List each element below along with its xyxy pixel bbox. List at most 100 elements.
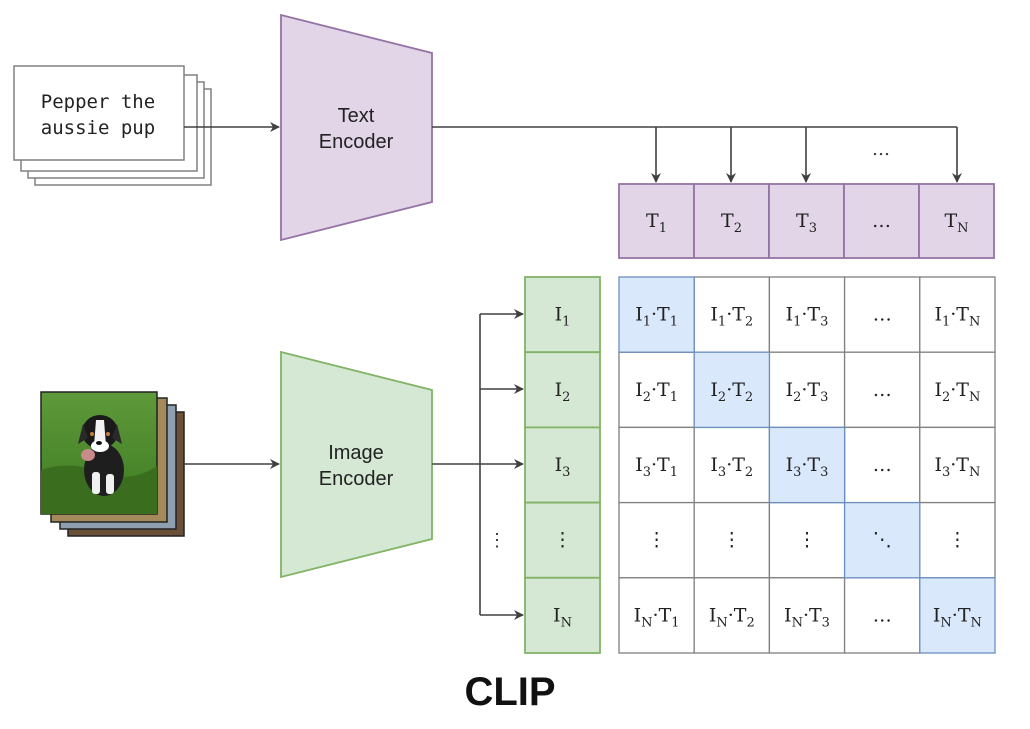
matrix-cell: ⋮ bbox=[768, 501, 846, 579]
matrix-cell-label: IN·T2 bbox=[709, 604, 755, 630]
matrix-cell: I3·T1 bbox=[618, 426, 695, 504]
matrix-cell-box bbox=[919, 276, 996, 353]
matrix-cell-box bbox=[618, 577, 695, 654]
matrix-cell: I3·TN bbox=[919, 426, 996, 504]
image-embedding-label: I2 bbox=[555, 379, 571, 405]
input-text-stack: Pepper the aussie pup bbox=[13, 65, 212, 186]
text-embedding-label: TN bbox=[944, 210, 968, 236]
matrix-cell: ⋮ bbox=[693, 501, 771, 579]
image-embedding-box bbox=[524, 276, 601, 354]
matrix-cell-box bbox=[693, 276, 771, 353]
image-embedding-cell: I2 bbox=[524, 351, 601, 429]
image-embedding-label: ⋮ bbox=[553, 529, 572, 551]
matrix-cell-label: I2·T3 bbox=[786, 379, 829, 405]
matrix-cell-label: I1·T1 bbox=[635, 304, 678, 330]
text-embedding-cell: TN bbox=[918, 183, 995, 259]
text-embedding-box bbox=[918, 183, 995, 259]
matrix-cell-label: IN·T3 bbox=[784, 604, 830, 630]
matrix-cell-box bbox=[768, 276, 846, 353]
matrix-cell: … bbox=[843, 426, 921, 504]
matrix-cell-label: … bbox=[873, 379, 892, 401]
matrix-cell: I3·T2 bbox=[693, 426, 771, 504]
matrix-cell: IN·T3 bbox=[768, 577, 846, 654]
text-embedding-label: T3 bbox=[796, 210, 817, 236]
matrix-cell-diagonal: IN·TN bbox=[919, 577, 996, 654]
matrix-cell-label: IN·T1 bbox=[634, 604, 680, 630]
input-text-line-2: aussie pup bbox=[41, 117, 155, 139]
matrix-cell-box bbox=[768, 426, 846, 504]
dog-photo bbox=[40, 391, 158, 515]
image-embedding-cell: IN bbox=[524, 576, 601, 654]
caption-title: CLIP bbox=[464, 670, 555, 714]
matrix-cell-box bbox=[693, 577, 771, 654]
connectors bbox=[184, 122, 962, 620]
matrix-cell-box bbox=[843, 276, 921, 353]
image-embedding-box bbox=[524, 501, 601, 579]
image-embedding-box bbox=[524, 576, 601, 654]
matrix-cell: I2·TN bbox=[919, 351, 996, 429]
matrix-cell: I2·T1 bbox=[618, 351, 695, 429]
matrix-cell-box bbox=[693, 501, 771, 579]
matrix-cell: I2·T3 bbox=[768, 351, 846, 429]
matrix-cell: … bbox=[843, 577, 921, 654]
branch-ellipsis: ⋮ bbox=[488, 530, 506, 551]
matrix-cell-label: I2·TN bbox=[934, 379, 980, 405]
matrix-cell-box bbox=[919, 577, 996, 654]
text-embedding-cell: … bbox=[843, 183, 920, 259]
matrix-cell-label: ⋮ bbox=[948, 529, 967, 551]
matrix-cell-label: I1·T3 bbox=[786, 304, 829, 330]
matrix-cell-diagonal: I1·T1 bbox=[618, 276, 695, 353]
matrix-cell-label: I3·T2 bbox=[710, 454, 753, 480]
text-embedding-label: … bbox=[872, 210, 891, 232]
matrix-cell-label: I3·T1 bbox=[635, 454, 678, 480]
arrow-row-ellipsis: … bbox=[872, 139, 890, 160]
text-encoder-label-2: Encoder bbox=[319, 131, 394, 153]
matrix-cell-label: … bbox=[873, 604, 892, 626]
matrix-cell-label: … bbox=[873, 454, 892, 476]
text-embedding-cell: T3 bbox=[768, 183, 845, 259]
text-embedding-label: T1 bbox=[646, 210, 667, 236]
matrix-cell-diagonal: I2·T2 bbox=[693, 351, 771, 429]
matrix-cell-diagonal: I3·T3 bbox=[768, 426, 846, 504]
text-card-front bbox=[13, 65, 185, 161]
matrix-cell-label: ⋱ bbox=[873, 529, 892, 551]
image-embedding-cell: I3 bbox=[524, 426, 601, 504]
matrix-cell-box bbox=[693, 426, 771, 504]
image-embedding-label: IN bbox=[553, 604, 572, 630]
matrix-cell: ⋮ bbox=[919, 501, 996, 579]
matrix-cell: ⋮ bbox=[618, 501, 695, 579]
matrix-cell: IN·T1 bbox=[618, 577, 695, 654]
matrix-cell-box bbox=[618, 501, 695, 579]
text-encoder-shape bbox=[280, 13, 433, 242]
image-embedding-label: I3 bbox=[555, 454, 571, 480]
matrix-cell: IN·T2 bbox=[693, 577, 771, 654]
text-embedding-label: T2 bbox=[721, 210, 742, 236]
image-encoder-label-1: Image bbox=[328, 442, 384, 464]
text-embedding-box bbox=[618, 183, 695, 259]
matrix-cell-label: I3·T3 bbox=[786, 454, 829, 480]
image-encoder-label-2: Encoder bbox=[319, 468, 394, 490]
input-image-stack bbox=[40, 391, 185, 537]
matrix-cell-box bbox=[693, 351, 771, 429]
matrix-cell-label: IN·TN bbox=[933, 604, 982, 630]
matrix-cell-box bbox=[919, 351, 996, 429]
image-embedding-box bbox=[524, 351, 601, 429]
image-embedding-label: I1 bbox=[555, 304, 571, 330]
matrix-cell-label: ⋮ bbox=[722, 529, 741, 551]
matrix-cell-label: ⋮ bbox=[647, 529, 666, 551]
matrix-cell: I1·TN bbox=[919, 276, 996, 353]
text-embedding-box bbox=[843, 183, 920, 259]
text-embedding-cell: T1 bbox=[618, 183, 695, 259]
matrix-cell-label: ⋮ bbox=[798, 529, 817, 551]
text-embedding-cell: T2 bbox=[693, 183, 770, 259]
matrix-cell-label: I2·T2 bbox=[710, 379, 753, 405]
image-encoder: Image Encoder bbox=[280, 350, 433, 579]
input-text-line-1: Pepper the bbox=[41, 91, 155, 113]
matrix-cell-label: … bbox=[873, 304, 892, 326]
text-encoder: Text Encoder bbox=[280, 13, 433, 242]
matrix-cell-label: I2·T1 bbox=[635, 379, 678, 405]
